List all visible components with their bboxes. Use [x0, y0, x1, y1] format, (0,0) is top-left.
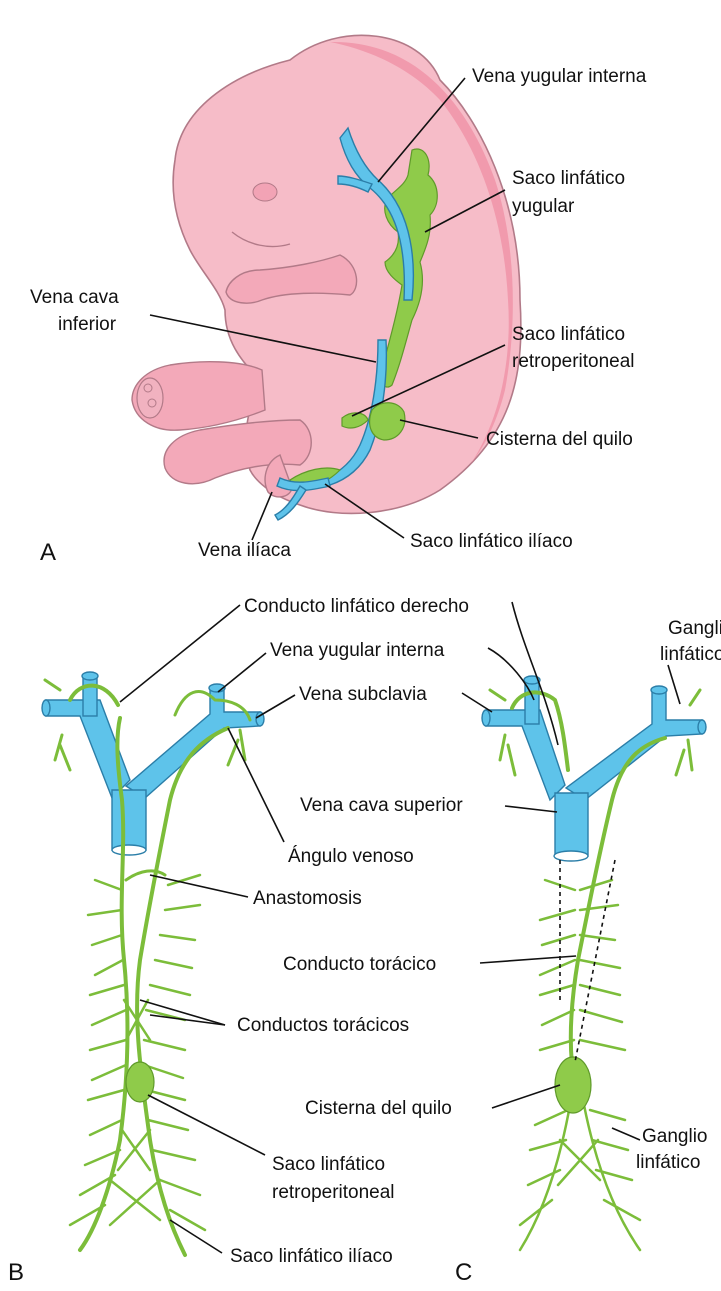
- label-saco-linfatico-retroperitoneal-2: retroperitoneal: [512, 351, 635, 372]
- label-angulo-venoso: Ángulo venoso: [288, 846, 414, 867]
- label-ganglio-linfatico-bottom-1: Ganglio: [642, 1126, 708, 1147]
- panel-b: Conducto linfático derecho Vena yugular …: [8, 596, 469, 1286]
- label-conducto-linfatico-derecho: Conducto linfático derecho: [244, 596, 469, 617]
- leader-line: [462, 693, 492, 712]
- panel-b-lymphatics: [45, 680, 250, 1255]
- leader-line: [480, 956, 576, 963]
- leader-line: [612, 1128, 640, 1140]
- left-subclavian-c-end: [482, 710, 490, 726]
- panel-a: Vena yugular interna Saco linfático yugu…: [30, 35, 647, 566]
- label-ganglio-linfatico-bottom-2: linfático: [636, 1152, 700, 1173]
- superior-vena-cava-b: [112, 790, 146, 850]
- leader-line: [150, 875, 248, 897]
- label-vena-cava-superior: Vena cava superior: [300, 795, 463, 816]
- panel-letter-c: C: [455, 1259, 472, 1286]
- eye-icon: [253, 183, 277, 201]
- leader-line: [150, 1015, 225, 1025]
- left-thoracic-duct: [80, 718, 127, 1250]
- leader-line: [505, 806, 557, 812]
- label-saco-linfatico-retroperitoneal-b-2: retroperitoneal: [272, 1182, 395, 1203]
- left-internal-jugular-b-end: [82, 672, 98, 680]
- leader-line: [252, 492, 272, 540]
- panel-letter-b: B: [8, 1259, 24, 1286]
- cisterna-chyli-c: [555, 1057, 591, 1113]
- cross-links-b: [110, 1000, 160, 1225]
- panel-letter-a: A: [40, 539, 56, 566]
- label-vena-yugular-interna: Vena yugular interna: [472, 66, 647, 87]
- label-vena-iliaca: Vena ilíaca: [198, 540, 291, 561]
- label-anastomosis: Anastomosis: [253, 888, 362, 909]
- label-vena-cava-inferior-2: inferior: [58, 314, 117, 335]
- leader-line: [228, 728, 284, 842]
- label-cisterna-del-quilo-c: Cisterna del quilo: [305, 1098, 452, 1119]
- label-saco-linfatico-retroperitoneal-b-1: Saco linfático: [272, 1154, 385, 1175]
- embryo-illustration: [132, 35, 521, 513]
- label-saco-linfatico-retroperitoneal-1: Saco linfático: [512, 324, 625, 345]
- leader-line: [218, 653, 266, 692]
- leader-line: [492, 1085, 560, 1108]
- label-vena-subclavia: Vena subclavia: [299, 684, 427, 705]
- superior-vena-cava-c: [555, 793, 588, 856]
- label-saco-linfatico-yugular-1: Saco linfático: [512, 168, 625, 189]
- right-brachiocephalic-vein-c: [566, 692, 702, 800]
- label-vena-yugular-interna-b: Vena yugular interna: [270, 640, 445, 661]
- right-subclavian-c-end: [698, 720, 706, 734]
- svc-b-opening: [112, 845, 146, 855]
- anastomosis-b: [126, 871, 165, 880]
- label-saco-linfatico-iliaco-b: Saco linfático ilíaco: [230, 1246, 393, 1267]
- label-saco-linfatico-yugular-2: yugular: [512, 196, 575, 217]
- label-ganglio-linfatico-top-2: linfático: [660, 644, 721, 665]
- panel-b-veins: [42, 672, 264, 855]
- label-ganglio-linfatico-top-1: Ganglio: [668, 618, 721, 639]
- label-saco-linfatico-iliaco-a: Saco linfático ilíaco: [410, 531, 573, 552]
- label-vena-cava-inferior-1: Vena cava: [30, 287, 119, 308]
- left-internal-jugular-b: [83, 676, 97, 716]
- left-subclavian-b-end: [42, 700, 50, 716]
- right-internal-jugular-c-end: [651, 686, 667, 694]
- label-conductos-toracicos: Conductos torácicos: [237, 1015, 409, 1036]
- leader-line: [668, 665, 680, 704]
- label-cisterna-del-quilo-a: Cisterna del quilo: [486, 429, 633, 450]
- label-conducto-toracico: Conducto torácico: [283, 954, 436, 975]
- right-thoracic-duct: [137, 728, 228, 1255]
- leader-line: [256, 695, 295, 718]
- svc-c-opening: [554, 851, 588, 861]
